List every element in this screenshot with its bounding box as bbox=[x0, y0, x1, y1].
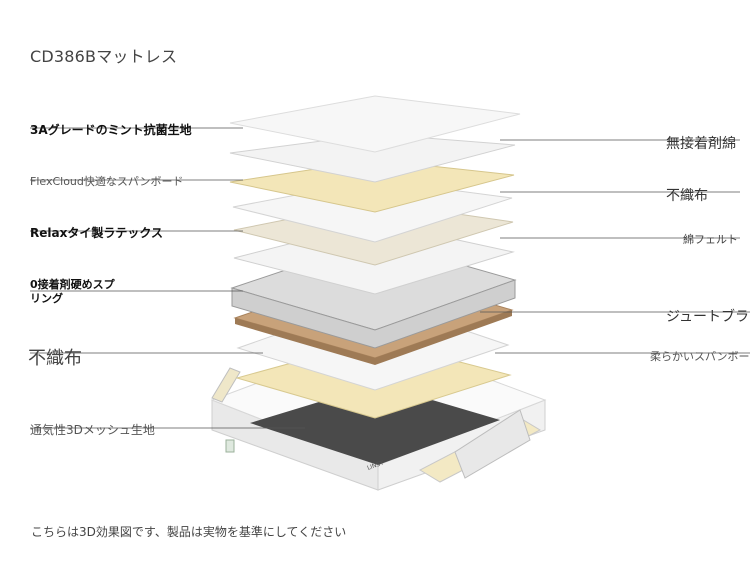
label-soft-spunbond: 柔らかいスパンボー bbox=[650, 350, 750, 363]
label-nonwoven-left: 不織布 bbox=[28, 348, 82, 369]
base-label-badge bbox=[225, 439, 235, 453]
layer-jute-edge bbox=[235, 310, 512, 365]
layer-pocket-springs-side bbox=[231, 279, 516, 349]
base-right-vent-stripes bbox=[454, 409, 531, 479]
layer-nonglue-cotton bbox=[229, 133, 516, 183]
layer-flexcloud bbox=[229, 159, 515, 213]
label-mesh: 通気性3Dメッシュ生地 bbox=[30, 423, 155, 437]
base-mesh-top bbox=[250, 384, 500, 465]
leader-lines bbox=[30, 127, 750, 429]
label-jute: ジュートブラ bbox=[666, 309, 750, 325]
layer-top-fabric bbox=[229, 95, 521, 153]
label-flexcloud: FlexCloud快適なスパンボード bbox=[30, 175, 184, 188]
label-nonglue-cotton: 無接着剤綿 bbox=[666, 136, 736, 152]
label-cotton-felt: 綿フェルト bbox=[683, 233, 738, 246]
label-nonwoven-right: 不織布 bbox=[666, 188, 708, 204]
label-latex: Relaxタイ製ラテックス bbox=[30, 226, 163, 240]
label-springs-line1: 0接着剤硬めスプ bbox=[30, 278, 115, 291]
page-title: CD386Bマットレス bbox=[30, 47, 178, 66]
disclaimer-caption: こちらは3D効果図です、製品は実物を基準にしてください bbox=[31, 525, 347, 539]
label-top-fabric: 3Aグレードのミント抗菌生地 bbox=[30, 123, 192, 137]
label-springs-line2: リング bbox=[30, 292, 63, 305]
base-left-edge-stripes bbox=[211, 367, 241, 403]
